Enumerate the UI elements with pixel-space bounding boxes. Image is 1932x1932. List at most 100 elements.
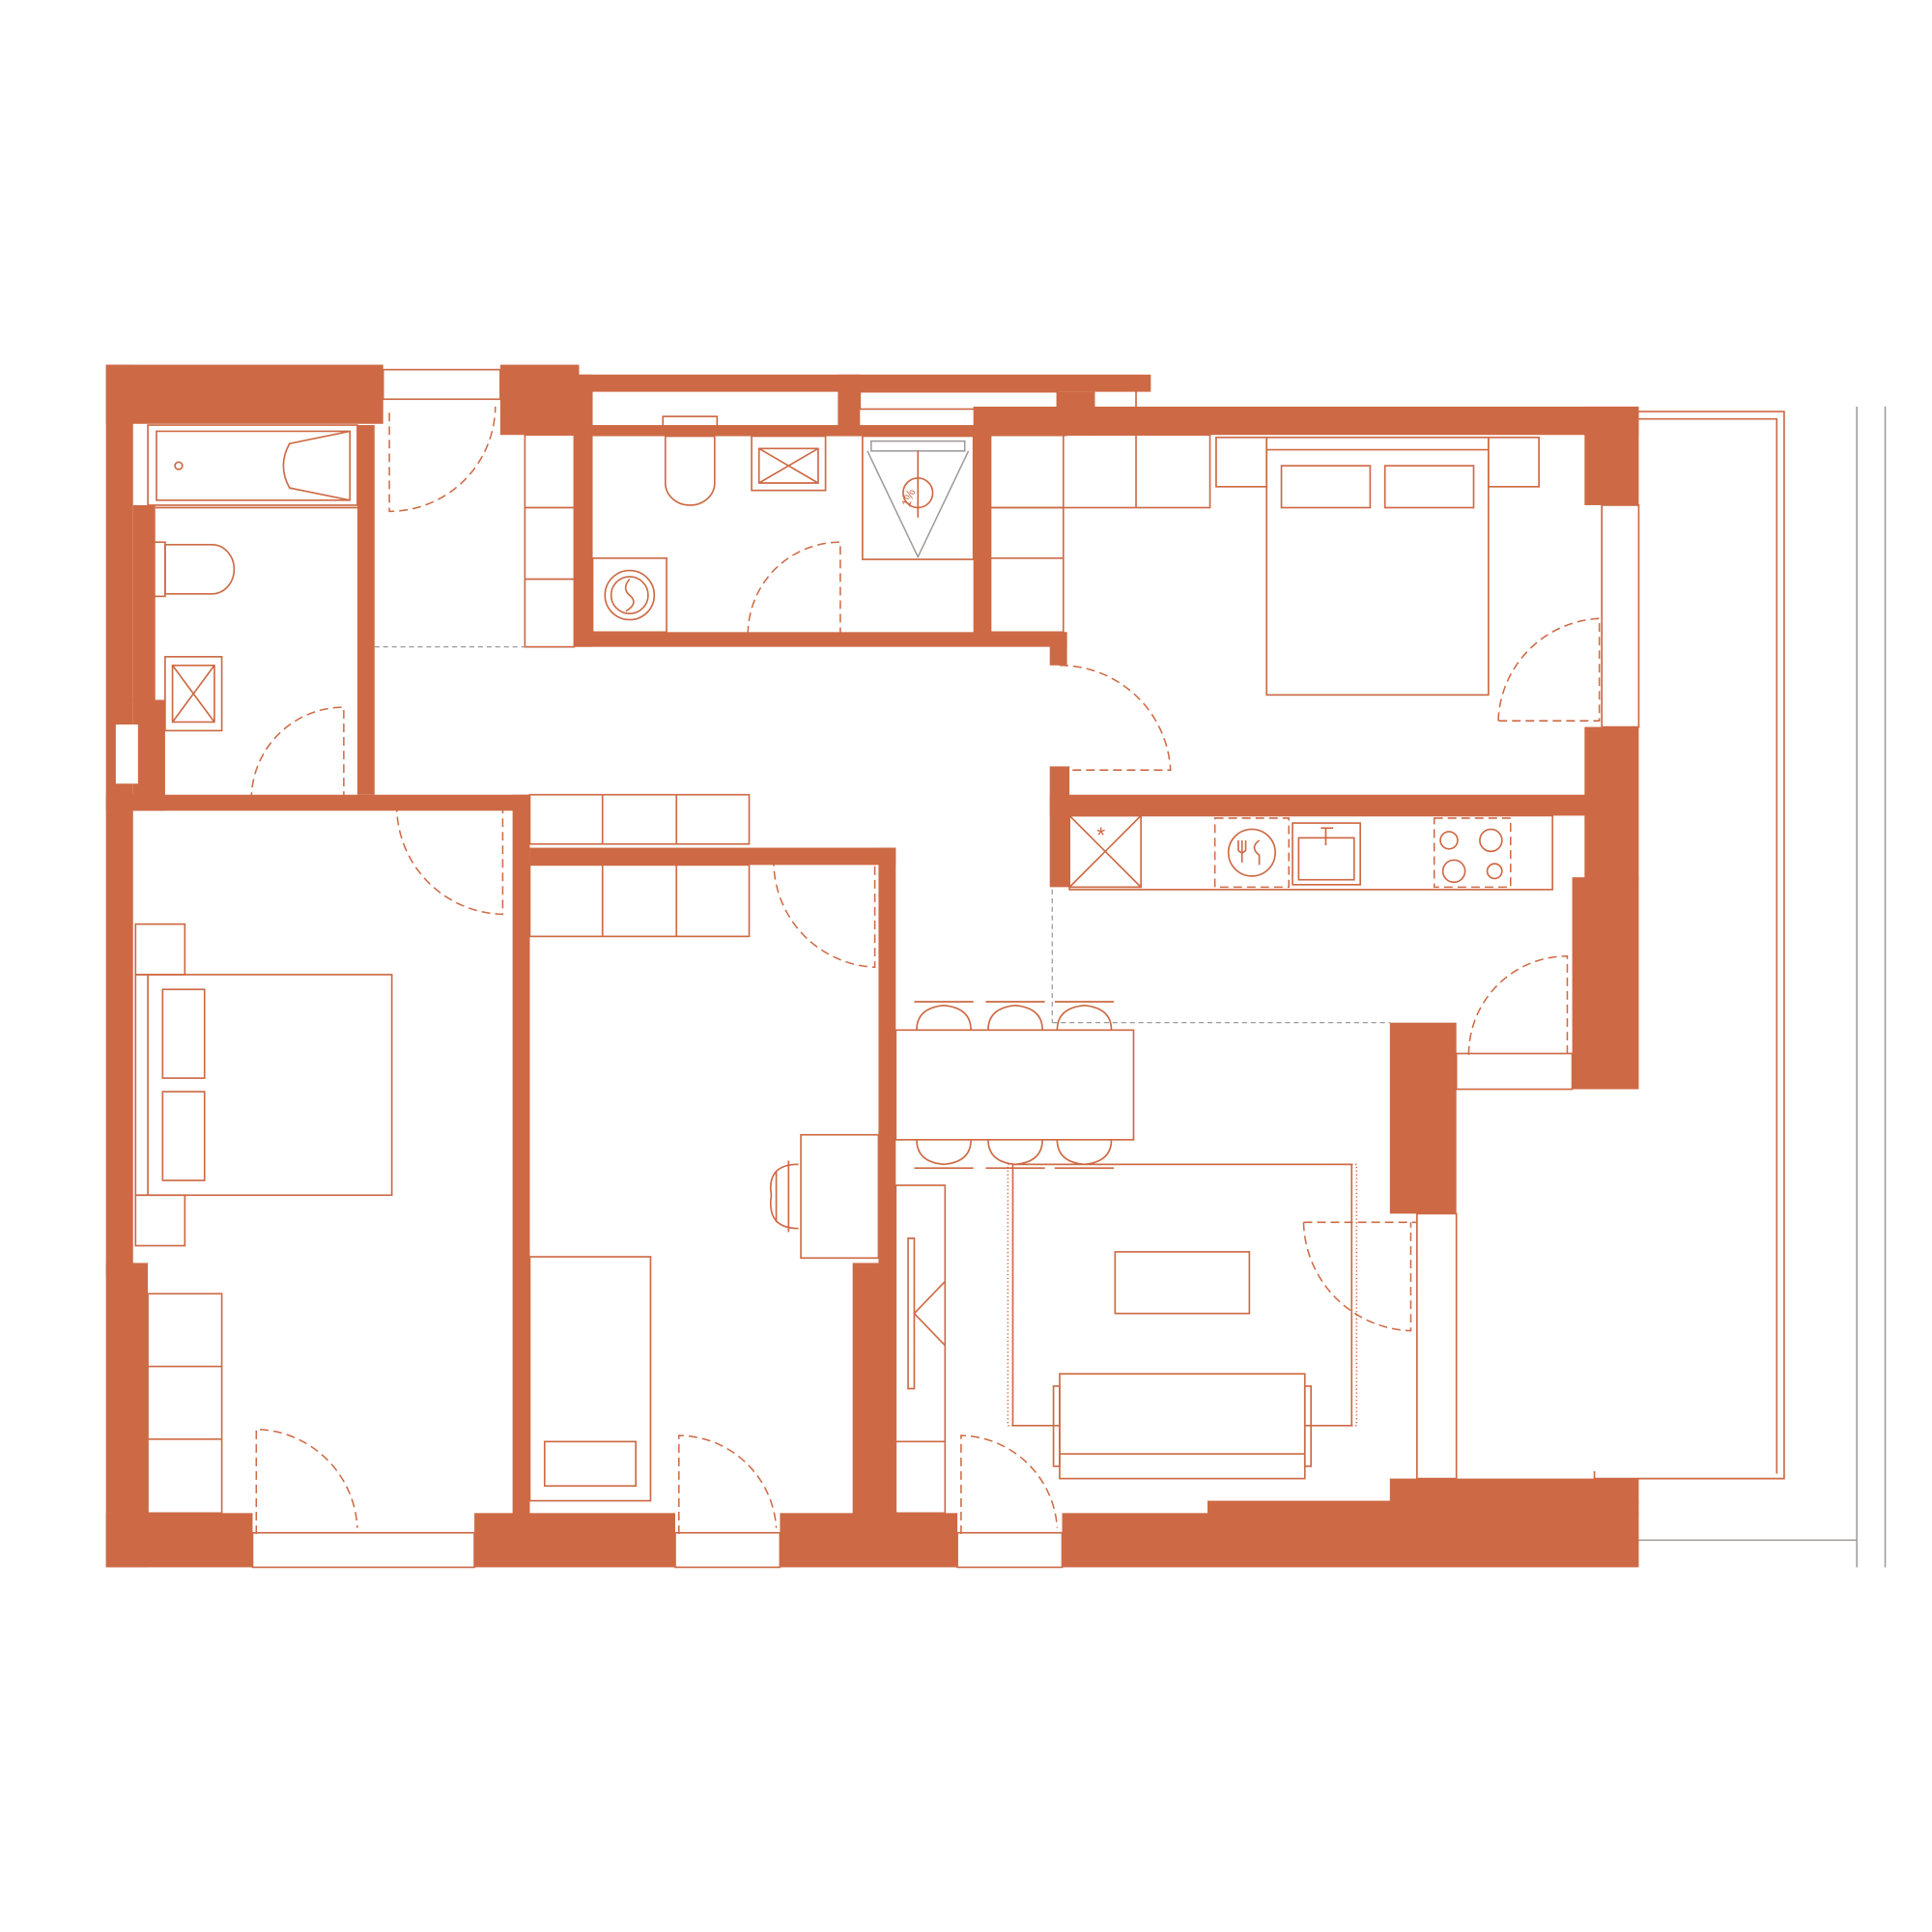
- window-bottom-living: [956, 1531, 1064, 1569]
- wall-bottom-2: [474, 1513, 675, 1568]
- sofa: [1059, 1373, 1306, 1480]
- living: [1007, 1163, 1358, 1480]
- shower-rail: [870, 440, 966, 452]
- dishwasher-icon: [1227, 828, 1276, 877]
- bathtub-basin: [156, 430, 352, 501]
- dining-chairs: [914, 1001, 1115, 1170]
- window-top-small: [1093, 385, 1137, 411]
- storage: [147, 434, 1211, 1515]
- wall-kitchen-top: [1049, 794, 1603, 816]
- dishwasher: [1213, 817, 1290, 889]
- wall-bottom-1: [105, 1513, 253, 1568]
- window-top-left: [382, 368, 501, 401]
- desk-chair: [769, 1160, 799, 1233]
- windows: [251, 368, 1640, 1569]
- door-swing-kitchen-balcony: [1467, 955, 1569, 1055]
- balcony: [1593, 406, 1887, 1568]
- dining-chair: [985, 1001, 1045, 1031]
- bedside-table: [134, 923, 186, 976]
- hob: [1433, 817, 1512, 889]
- door-swing-bathroom: [250, 706, 345, 802]
- main-bathroom: [144, 424, 358, 732]
- desk: [800, 1133, 880, 1260]
- bedroom-1: [1215, 436, 1540, 696]
- hob-ring-icon: [1479, 828, 1503, 853]
- wall-bedroom1-corner: [1049, 632, 1067, 666]
- window-right-bed1: [1601, 504, 1640, 728]
- door-swing-bed1-window: [1497, 617, 1601, 722]
- structural-column: [1389, 1022, 1457, 1214]
- fridge-icon: *: [1096, 822, 1105, 847]
- tv-unit: [907, 1237, 946, 1390]
- bedroom-3: [528, 1133, 880, 1502]
- wall-bath-bottom: [105, 794, 530, 811]
- wall-right-upper: [1584, 406, 1639, 505]
- bedroom-2: [134, 923, 393, 1247]
- wall-bottom-6: [1389, 1478, 1639, 1504]
- single-bed: [528, 1256, 652, 1502]
- pillow: [161, 1091, 206, 1181]
- dining-table: [895, 1029, 1135, 1141]
- wall-top-bath-inner: [574, 425, 1067, 437]
- window-bottom-bed2: [251, 1531, 475, 1569]
- shower-fall-lines: [867, 450, 970, 559]
- double-bed: [1265, 436, 1490, 696]
- kitchen-sink: [1292, 822, 1361, 886]
- bed2-wardrobe: [147, 1293, 223, 1515]
- toilet-bowl: [664, 435, 716, 506]
- wall-bed2-bed3: [512, 794, 530, 1516]
- toilet-bowl: [164, 543, 236, 595]
- washing-machine-drum-icon: [604, 569, 656, 621]
- dining-chair: [914, 1001, 974, 1031]
- wall-top-mid: [499, 364, 580, 436]
- door-swing-bed3-balcony: [678, 1435, 778, 1535]
- bedside-table: [1215, 436, 1268, 488]
- wall-bed3-right: [878, 847, 896, 1269]
- cutlery-icon: [1237, 839, 1261, 866]
- balcony-inner-outline: [1638, 417, 1778, 1474]
- sofa-arm: [1303, 1385, 1312, 1467]
- bedside-table: [134, 1194, 186, 1247]
- kitchen-counter: [1068, 814, 1553, 891]
- washbasin-bowl: [171, 664, 215, 724]
- door-swing-bedroom-1: [1059, 665, 1172, 771]
- wall-bottom-5: [1208, 1500, 1639, 1516]
- pillow: [161, 988, 206, 1079]
- washing-machine-wave-icon: [624, 578, 635, 612]
- kitchen-tap-icon: [1321, 827, 1334, 845]
- wall-bath-outer-2: [132, 699, 165, 811]
- wall-ensuite-left: [574, 374, 593, 647]
- window-small-left: [115, 724, 138, 784]
- washing-machine-drum-icon: [610, 576, 649, 615]
- bath-tap-icon: [174, 461, 184, 470]
- wall-bottom-4: [1062, 1513, 1639, 1568]
- hob-ring-icon: [1439, 831, 1459, 850]
- door-swing-bedroom-3: [773, 857, 876, 969]
- window-bottom-bed3: [674, 1531, 781, 1569]
- washbasin: [164, 656, 223, 732]
- wall-top-right-2: [1057, 391, 1094, 436]
- walls: [105, 364, 1639, 1568]
- hob-ring-icon: [1486, 863, 1503, 880]
- wall-left: [105, 364, 133, 1277]
- bathtub: [147, 424, 358, 506]
- dining-chair: [914, 1139, 974, 1170]
- door-swing-living-balcony: [1302, 1221, 1417, 1332]
- door-swing-ensuite: [747, 541, 841, 635]
- door-swing-bed2-balcony: [255, 1428, 358, 1535]
- doors: [250, 406, 1601, 1535]
- washing-machine: [591, 556, 668, 634]
- dining: [895, 1001, 1135, 1170]
- washbasin-bowl: [757, 447, 819, 484]
- wall-right-lower: [1572, 877, 1639, 1090]
- fridge: [1068, 814, 1142, 889]
- pillow: [1383, 465, 1475, 509]
- wall-top-bath: [574, 374, 1151, 392]
- bed1-wardrobe-side: [989, 506, 1065, 634]
- washbasin: [751, 435, 827, 492]
- kitchen: *: [374, 646, 1553, 1024]
- living-storage: [895, 1184, 947, 1515]
- wall-bottom-3: [780, 1513, 958, 1568]
- pillow: [543, 1440, 637, 1488]
